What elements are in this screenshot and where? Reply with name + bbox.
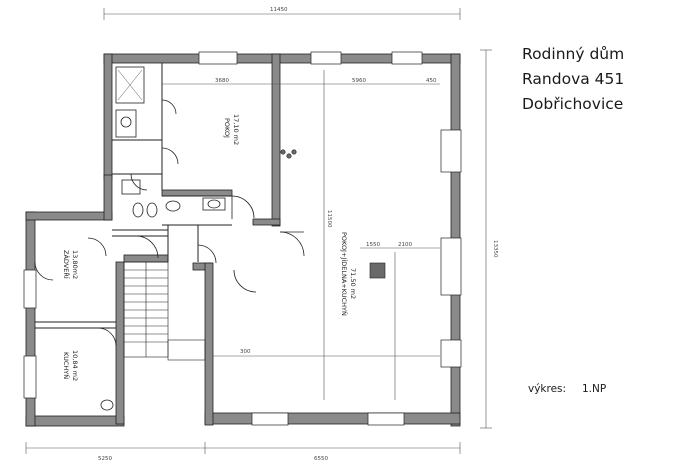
- dim-wall-offset: 300: [240, 349, 251, 355]
- door-swings: [34, 99, 305, 347]
- dim-column-a: 1550: [366, 242, 380, 248]
- small-fixtures: [280, 149, 386, 279]
- room-zadveri-name: ZÁDVEŘÍ: [62, 250, 71, 279]
- room-pokoj-area: 17,10 m2: [232, 114, 240, 145]
- dim-right-overall: 13350: [492, 240, 498, 258]
- dim-bottom-left: 5250: [98, 456, 112, 462]
- title-house-type: Rodinný dům: [522, 45, 625, 63]
- partitions: [35, 63, 232, 329]
- title-address: Randova 451: [522, 70, 625, 88]
- dim-living-width: 5960: [352, 78, 366, 84]
- dim-column-b: 2100: [398, 242, 412, 248]
- dimension-lines: [25, 8, 492, 454]
- room-zadveri-area: 13,80m2: [71, 250, 79, 279]
- dim-top-overall: 11450: [270, 7, 288, 13]
- staircase: [123, 261, 206, 361]
- room-kuchyn-area: 10,84 m2: [71, 350, 79, 381]
- dimension-texts: 11450 13350 5250 6550 3680 5960 450 1150…: [98, 7, 498, 462]
- room-living-area: 71,50 m2: [349, 268, 357, 299]
- dim-interior-depth: 11500: [326, 210, 332, 228]
- drawing-label: výkres:: [528, 383, 567, 395]
- room-labels: POKOJ 17,10 m2 ZÁDVEŘÍ 13,80m2 KUCHYŇ 10…: [62, 114, 357, 381]
- room-pokoj-name: POKOJ: [223, 118, 231, 138]
- room-living-name: POKOJ+JÍDELNA+KUCHYŇ: [340, 232, 349, 316]
- windows: [23, 51, 462, 426]
- title-town: Dobřichovice: [522, 95, 624, 113]
- dim-pokoj-width: 3680: [215, 78, 229, 84]
- room-kuchyn-name: KUCHYŇ: [62, 352, 71, 379]
- drawing-value: 1.NP: [582, 383, 607, 395]
- sanitary-fixtures: [100, 66, 226, 411]
- dim-bottom-right: 6550: [314, 456, 328, 462]
- dim-right-offset: 450: [426, 78, 437, 84]
